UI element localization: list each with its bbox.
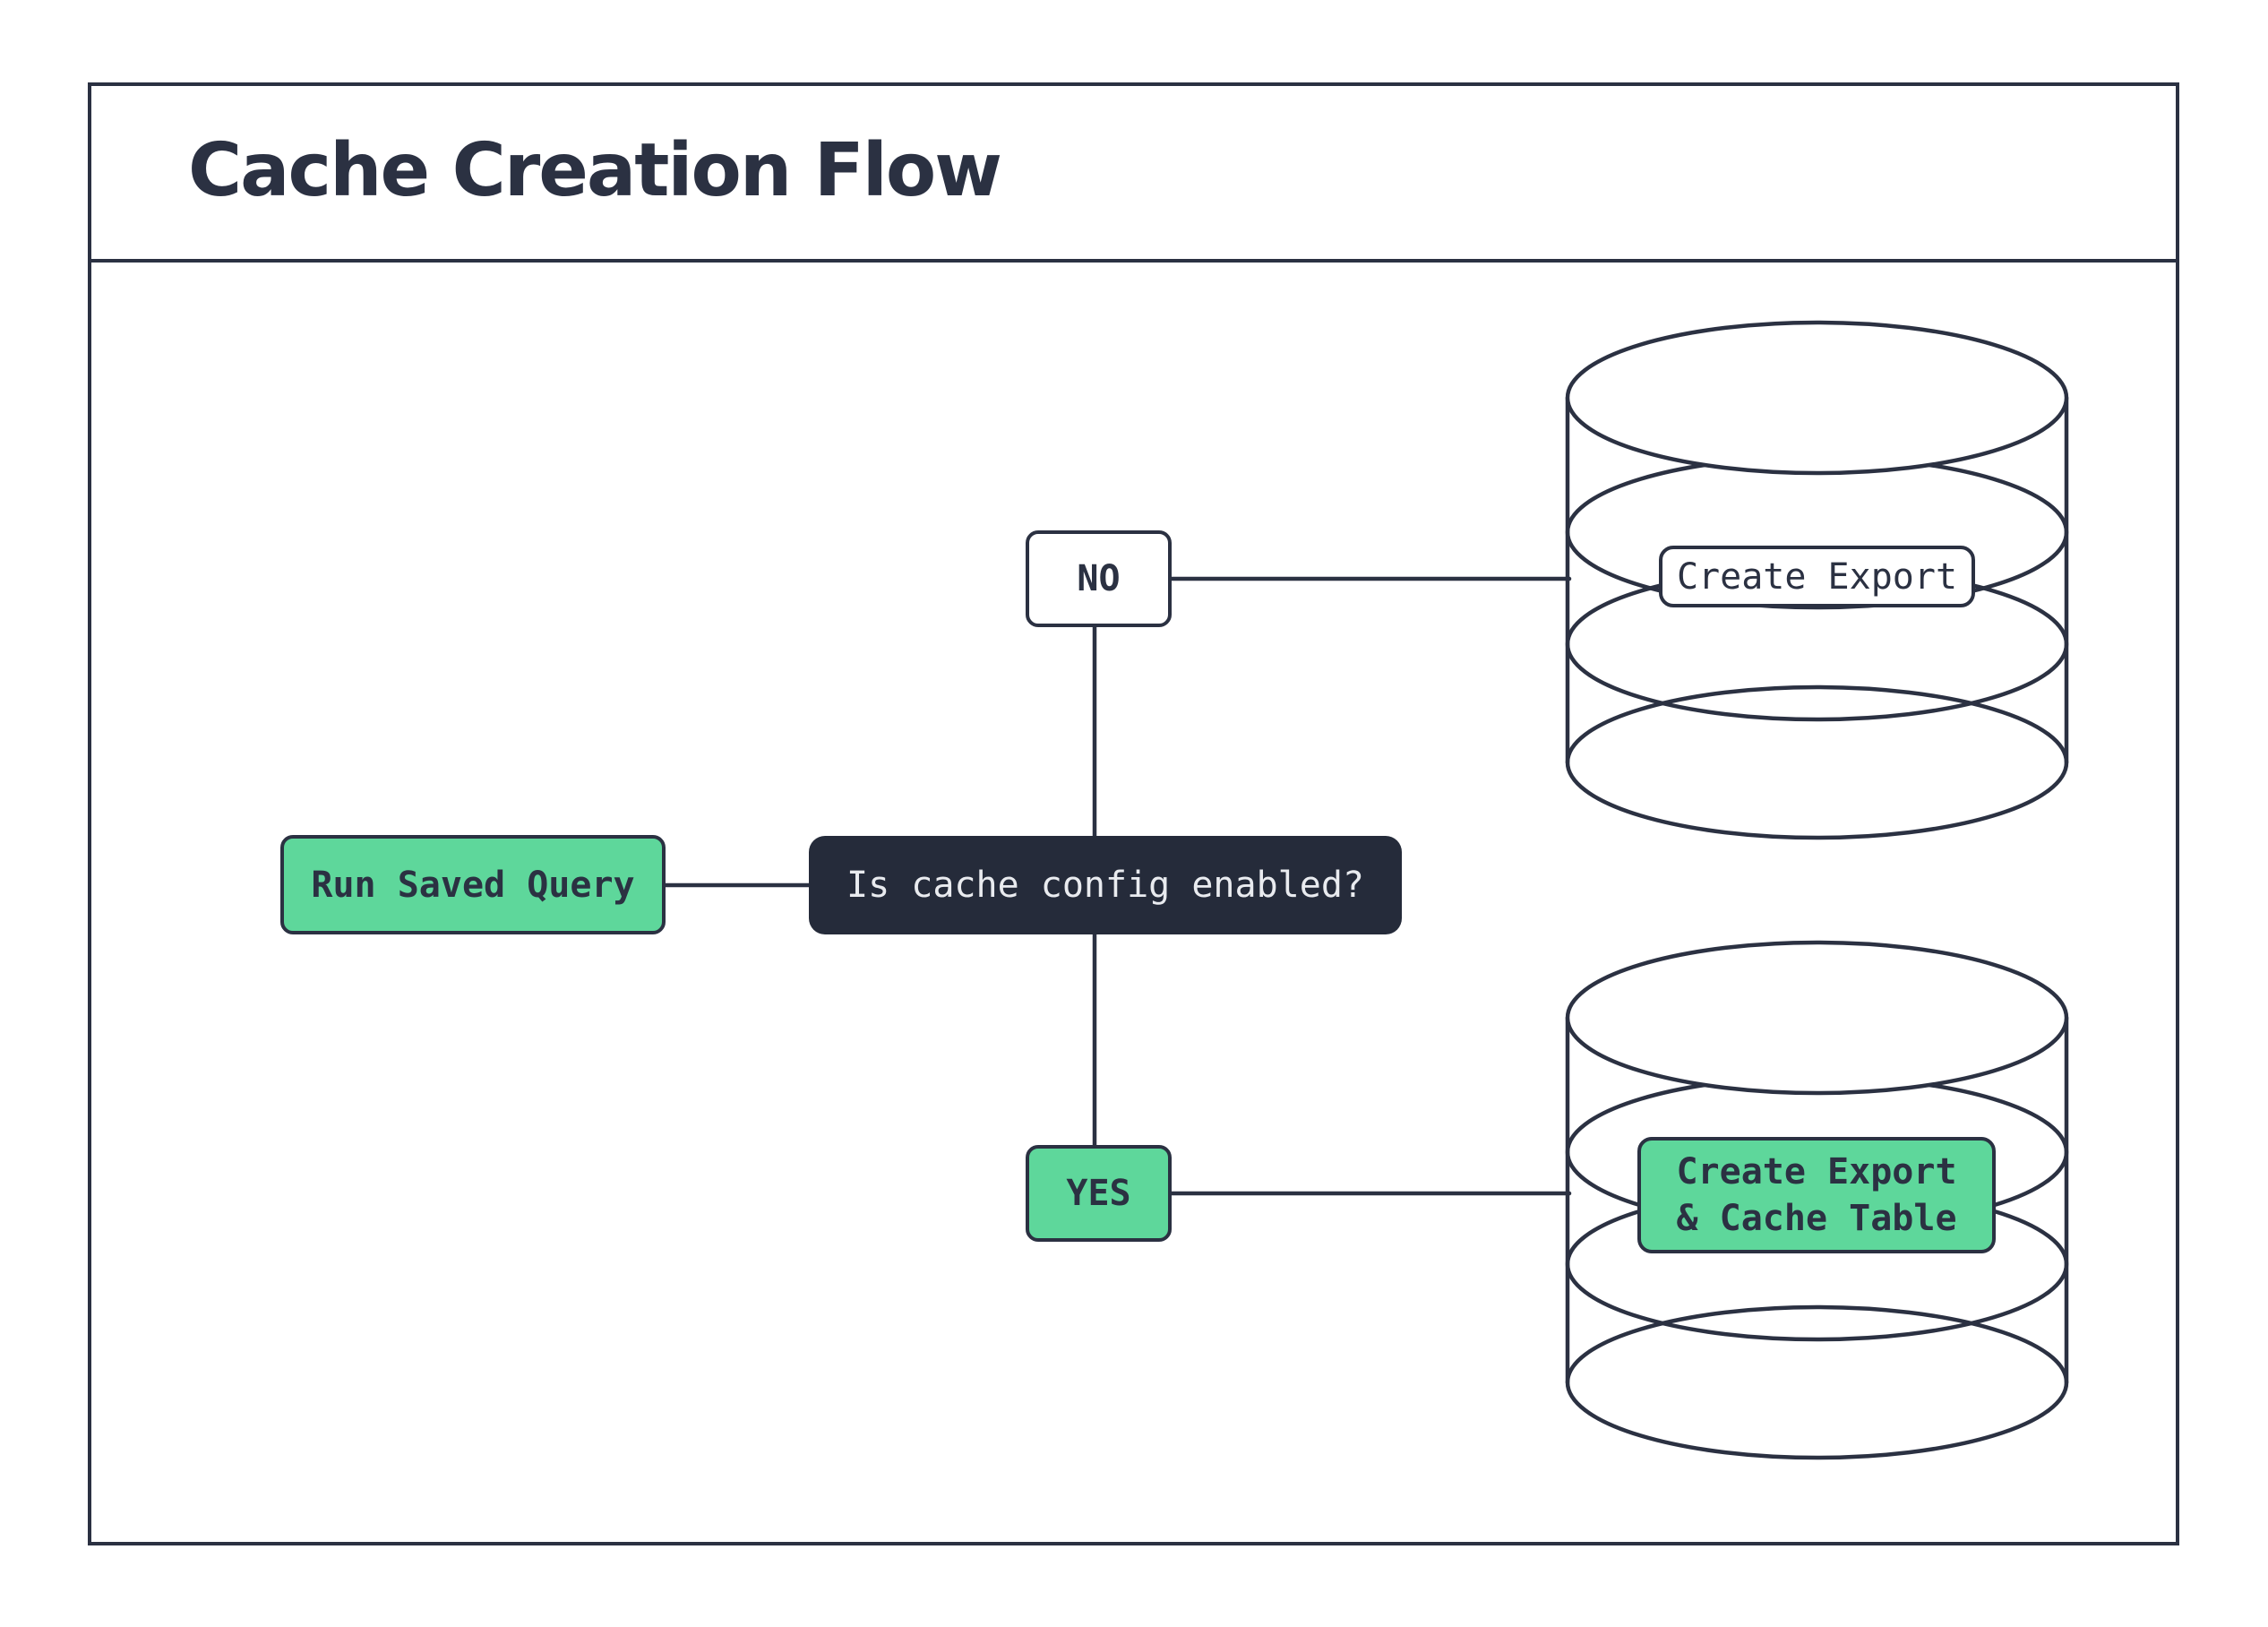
node-create-export-cache-table-line1: Create Export (1676, 1151, 1957, 1192)
diagram-header: Cache Creation Flow (88, 82, 2179, 263)
node-create-export-cache-table: Create Export & Cache Table (1637, 1137, 1996, 1253)
cylinder-top (1565, 940, 2069, 1096)
node-create-export-cache-table-line2: & Cache Table (1676, 1198, 1957, 1239)
node-yes-branch-label: YES (1066, 1173, 1131, 1214)
node-create-export: Create Export (1659, 546, 1975, 607)
node-no-branch-label: NO (1077, 558, 1121, 599)
node-create-export-label: Create Export (1676, 555, 1958, 598)
node-yes-branch: YES (1026, 1145, 1172, 1242)
node-no-branch: NO (1026, 530, 1172, 627)
node-run-saved-query-label: Run Saved Query (311, 864, 635, 906)
database-icon-bottom (1565, 940, 2069, 1460)
page-title: Cache Creation Flow (188, 128, 1002, 213)
node-run-saved-query: Run Saved Query (280, 835, 666, 934)
node-cache-config-question: Is cache config enabled? (809, 836, 1402, 934)
cylinder-top (1565, 320, 2069, 476)
database-icon-top (1565, 320, 2069, 840)
node-cache-config-question-label: Is cache config enabled? (846, 865, 1364, 906)
diagram-frame (88, 82, 2179, 1545)
